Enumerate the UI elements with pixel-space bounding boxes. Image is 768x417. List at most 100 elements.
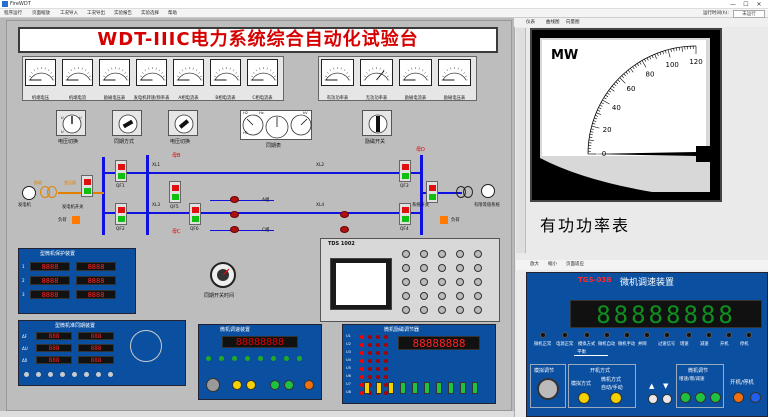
exc-switch[interactable]: [364, 382, 370, 394]
scope-knob[interactable]: [438, 264, 446, 272]
zoom-in-button[interactable]: 放大: [530, 262, 539, 267]
speed-up-small[interactable]: [270, 380, 280, 390]
phase-b-dot-1[interactable]: [230, 211, 239, 218]
mode-left-button[interactable]: [578, 392, 590, 404]
menu-help[interactable]: 帮助: [168, 11, 177, 16]
speed-knob[interactable]: [206, 378, 220, 392]
fit-page-button[interactable]: 页面适应: [566, 262, 584, 267]
exc-switch[interactable]: [388, 382, 394, 394]
breaker-qf4[interactable]: [399, 203, 411, 225]
mode-right-button[interactable]: [610, 392, 622, 404]
exc-switch[interactable]: [424, 382, 430, 394]
decrease-button[interactable]: [662, 394, 672, 404]
scope-knob[interactable]: [438, 306, 446, 314]
exc-switch[interactable]: [436, 382, 442, 394]
horizontal-scrollbar[interactable]: [0, 411, 514, 417]
breaker-qf6[interactable]: [189, 203, 201, 225]
speed-up-button[interactable]: [680, 392, 691, 403]
closing-time-knob[interactable]: [210, 262, 236, 288]
start-button[interactable]: [733, 392, 744, 403]
vertical-scrollbar[interactable]: [516, 28, 526, 253]
dial-tick: [636, 63, 640, 67]
dial-tick: [681, 46, 683, 52]
scope-knob[interactable]: [456, 264, 464, 272]
scope-knob[interactable]: [474, 306, 482, 314]
scope-knob[interactable]: [420, 250, 428, 258]
menu-import[interactable]: 工况导入: [60, 11, 78, 16]
exc-led: [360, 367, 364, 371]
tab-curves[interactable]: 曲线图: [546, 20, 560, 25]
scope-knob[interactable]: [438, 278, 446, 286]
speed-down-small[interactable]: [284, 380, 294, 390]
exc-switch[interactable]: [448, 382, 454, 394]
increase-button[interactable]: [648, 394, 658, 404]
exc-switch[interactable]: [400, 382, 406, 394]
phase-a-dot-1[interactable]: [230, 196, 239, 203]
scope-knob[interactable]: [420, 278, 428, 286]
protection-display: 8888: [30, 290, 70, 299]
breaker-qf3[interactable]: [399, 160, 411, 182]
dial-tick: [657, 53, 659, 57]
meter-3: [136, 59, 167, 86]
stop-button[interactable]: [750, 392, 761, 403]
bus-c-label: 母C: [172, 229, 181, 235]
line-xl2: XL2: [316, 163, 325, 168]
scope-knob[interactable]: [474, 292, 482, 300]
dial-tick: [630, 68, 634, 73]
speed-mode-button[interactable]: [232, 380, 242, 390]
scope-knob[interactable]: [474, 278, 482, 286]
excitation-switch[interactable]: [362, 110, 392, 136]
scope-knob[interactable]: [456, 250, 464, 258]
scope-knob[interactable]: [402, 278, 410, 286]
maximize-button[interactable]: ☐: [743, 1, 749, 8]
svg-text:U: U: [61, 116, 64, 120]
menu-report[interactable]: 实验报告: [114, 11, 132, 16]
exc-switch[interactable]: [412, 382, 418, 394]
scope-knob[interactable]: [456, 278, 464, 286]
speed-down-button[interactable]: [710, 392, 721, 403]
scope-knob[interactable]: [402, 264, 410, 272]
phase-c-dot-2[interactable]: [340, 226, 349, 233]
scope-knob[interactable]: [420, 264, 428, 272]
exc-display: 88888888: [398, 336, 480, 350]
zoom-out-button[interactable]: 缩小: [548, 262, 557, 267]
breaker-qf5[interactable]: [169, 181, 181, 203]
exc-switch[interactable]: [376, 382, 382, 394]
tab-vectors[interactable]: 向量图: [566, 20, 580, 25]
scope-knob[interactable]: [402, 292, 410, 300]
menu-export[interactable]: 工况导出: [87, 11, 105, 16]
breaker-qf2[interactable]: [115, 203, 127, 225]
minimize-button[interactable]: —: [730, 1, 736, 8]
scope-knob[interactable]: [402, 250, 410, 258]
scope-knob[interactable]: [420, 292, 428, 300]
sync-mode-switch[interactable]: [112, 110, 142, 136]
close-button[interactable]: ✕: [756, 1, 762, 8]
menu-run[interactable]: 程序运行: [4, 11, 22, 16]
speed-start-small[interactable]: [304, 380, 314, 390]
exc-switch[interactable]: [460, 382, 466, 394]
scope-knob[interactable]: [420, 306, 428, 314]
menu-experiment[interactable]: 实验选择: [141, 11, 159, 16]
speed-mode-button-2[interactable]: [246, 380, 256, 390]
scope-knob[interactable]: [438, 292, 446, 300]
micro-adjust-sub: 增速/增/减速: [679, 377, 705, 382]
system-breaker[interactable]: [426, 181, 438, 203]
phase-b-dot-2[interactable]: [340, 211, 349, 218]
speed-flat-button[interactable]: [695, 392, 706, 403]
scope-knob[interactable]: [456, 306, 464, 314]
analog-adjust-knob[interactable]: [537, 378, 559, 400]
tab-instruments[interactable]: 仪表: [526, 20, 535, 25]
generator-breaker[interactable]: [81, 175, 93, 197]
scope-knob[interactable]: [402, 306, 410, 314]
menu-zoom[interactable]: 页面缩放: [32, 11, 50, 16]
scope-knob[interactable]: [438, 250, 446, 258]
scope-knob[interactable]: [474, 250, 482, 258]
scope-knob[interactable]: [474, 264, 482, 272]
breaker-qf1[interactable]: [115, 160, 127, 182]
scope-knob[interactable]: [456, 292, 464, 300]
run-state: 未运行: [733, 10, 765, 18]
exc-switch[interactable]: [472, 382, 478, 394]
voltage-switch-2[interactable]: [168, 110, 198, 136]
phase-c-dot-1[interactable]: [230, 226, 239, 233]
